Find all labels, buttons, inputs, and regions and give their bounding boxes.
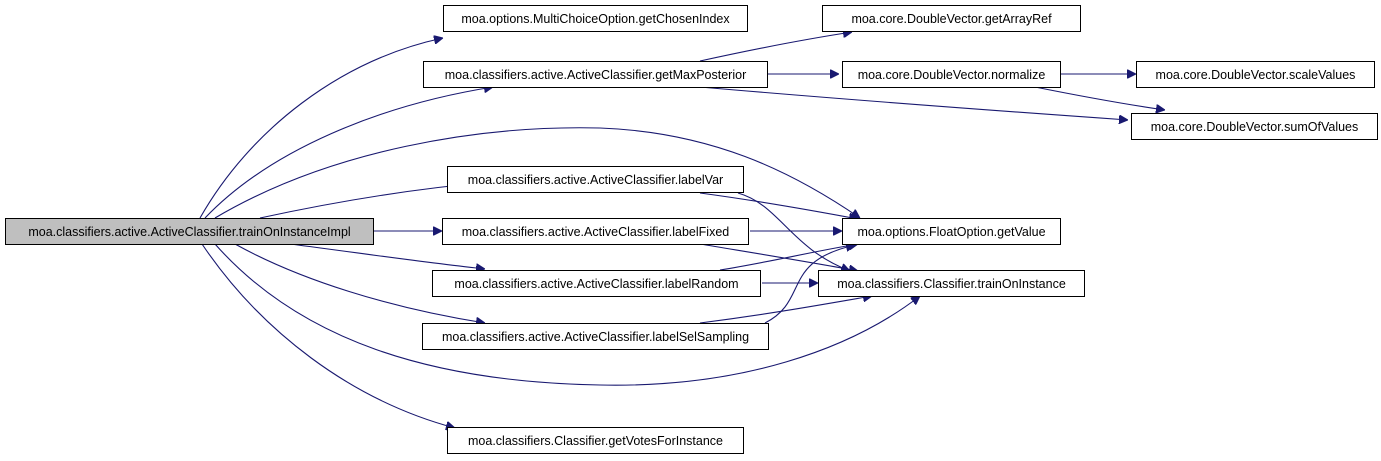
node-labelVar[interactable]: moa.classifiers.active.ActiveClassifier.… [447, 166, 744, 193]
node-label: moa.classifiers.Classifier.trainOnInstan… [837, 277, 1066, 291]
node-trainOnInstance[interactable]: moa.classifiers.Classifier.trainOnInstan… [818, 270, 1085, 297]
node-label: moa.options.FloatOption.getValue [857, 225, 1045, 239]
edge-labelRandom-getValue [719, 244, 858, 271]
edge-labelVar-trainOnInstance [737, 192, 850, 271]
edge-root-getValue-top [214, 127, 860, 218]
node-labelSelSampling[interactable]: moa.classifiers.active.ActiveClassifier.… [422, 323, 769, 350]
node-getMaxPosterior[interactable]: moa.classifiers.active.ActiveClassifier.… [423, 61, 768, 88]
node-label: moa.core.DoubleVector.getArrayRef [851, 12, 1052, 26]
edge-root-getChosenIndex [199, 38, 443, 219]
edge-root-labelRandom [289, 243, 485, 269]
edge-normalize-sumOfValues [1034, 86, 1165, 110]
node-label: moa.classifiers.active.ActiveClassifier.… [28, 225, 350, 239]
node-label: moa.core.DoubleVector.sumOfValues [1151, 120, 1359, 134]
node-label: moa.classifiers.active.ActiveClassifier.… [442, 330, 749, 344]
node-label: moa.core.DoubleVector.scaleValues [1156, 68, 1356, 82]
node-getArrayRef[interactable]: moa.core.DoubleVector.getArrayRef [822, 5, 1081, 32]
node-label: moa.classifiers.active.ActiveClassifier.… [468, 173, 723, 187]
edge-labelVar-getValue [699, 192, 858, 219]
node-label: moa.options.MultiChoiceOption.getChosenI… [461, 12, 730, 26]
node-labelFixed[interactable]: moa.classifiers.active.ActiveClassifier.… [442, 218, 749, 245]
node-labelRandom[interactable]: moa.classifiers.active.ActiveClassifier.… [432, 270, 761, 297]
edge-root-trainOnInstance-bottom [214, 243, 920, 386]
node-label: moa.classifiers.active.ActiveClassifier.… [454, 277, 738, 291]
nodes: moa.classifiers.active.ActiveClassifier.… [5, 5, 1378, 454]
node-scaleValues[interactable]: moa.core.DoubleVector.scaleValues [1136, 61, 1375, 88]
node-label: moa.classifiers.active.ActiveClassifier.… [445, 68, 747, 82]
node-label: moa.core.DoubleVector.normalize [858, 68, 1046, 82]
node-getChosenIndex[interactable]: moa.options.MultiChoiceOption.getChosenI… [443, 5, 748, 32]
edge-root-getMaxPosterior [204, 87, 493, 219]
node-sumOfValues[interactable]: moa.core.DoubleVector.sumOfValues [1131, 113, 1378, 140]
edge-root-getVotesForInstance [201, 243, 455, 428]
node-getVotesForInstance[interactable]: moa.classifiers.Classifier.getVotesForIn… [447, 427, 744, 454]
edges [199, 32, 1165, 428]
node-root[interactable]: moa.classifiers.active.ActiveClassifier.… [5, 218, 374, 245]
node-getValue[interactable]: moa.options.FloatOption.getValue [842, 218, 1061, 245]
node-label: moa.classifiers.active.ActiveClassifier.… [462, 225, 730, 239]
edge-root-labelSelSampling [234, 243, 485, 323]
edge-labelSelSampling-getValue [764, 245, 855, 324]
edge-getMaxPosterior-getArrayRef [699, 32, 852, 62]
edge-labelSelSampling-trainOnInstance [699, 296, 872, 324]
node-normalize[interactable]: moa.core.DoubleVector.normalize [842, 61, 1061, 88]
edge-getMaxPosterior-sumOfValues [699, 86, 1128, 120]
node-label: moa.classifiers.Classifier.getVotesForIn… [468, 434, 723, 448]
